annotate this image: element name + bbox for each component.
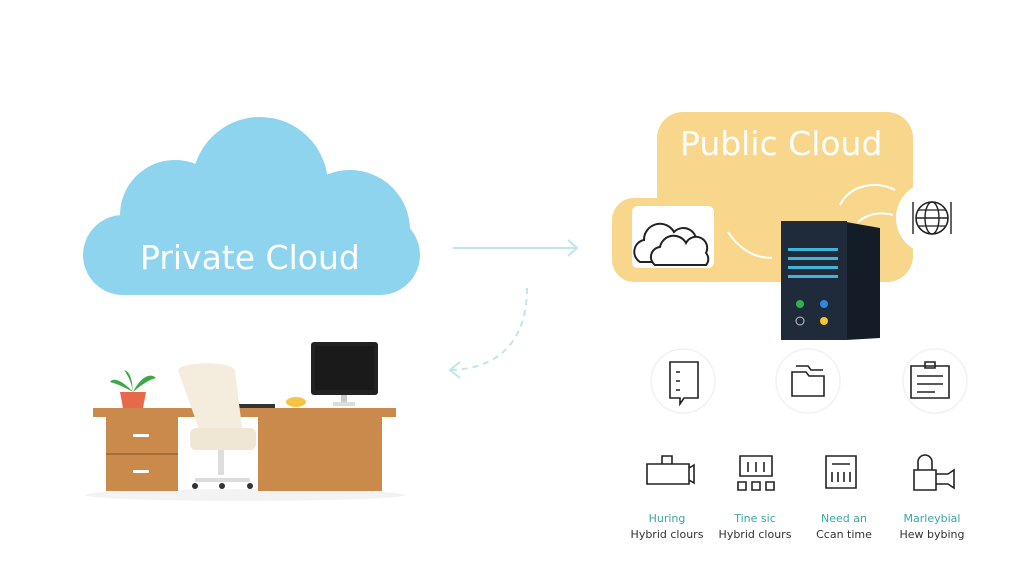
private-cloud-title: Private Cloud xyxy=(140,238,360,277)
feature-item: Huring Hybrid clours xyxy=(612,511,722,543)
feature-item: Need an Ccan time xyxy=(789,511,899,543)
chat-list-icon xyxy=(669,361,699,407)
dashed-connector xyxy=(451,287,528,371)
network-icon xyxy=(737,455,775,491)
cloud-icon xyxy=(632,206,714,268)
feature-subtitle: Hybrid clours xyxy=(630,528,704,541)
camera-icon xyxy=(646,455,695,485)
feature-subtitle: Hybrid clours xyxy=(718,528,792,541)
feature-subtitle: Ccan time xyxy=(816,528,872,541)
private-cloud-shape xyxy=(83,117,420,295)
feature-title: Need an xyxy=(821,512,867,525)
office-desk xyxy=(93,342,396,491)
clipboard-icon xyxy=(910,361,950,399)
document-icon xyxy=(825,455,857,489)
feature-item: Tine sic Hybrid clours xyxy=(700,511,810,543)
server-icon xyxy=(781,221,880,340)
feature-title: Marleybial xyxy=(903,512,961,525)
folders-icon xyxy=(791,365,825,397)
feature-title: Huring xyxy=(648,512,686,525)
lock-camera-icon xyxy=(913,454,955,491)
globe-icon xyxy=(896,182,968,254)
feature-item: Marleybial Hew bybing xyxy=(877,511,987,543)
feature-subtitle: Hew bybing xyxy=(899,528,965,541)
feature-title: Tine sic xyxy=(734,512,776,525)
public-cloud-title: Public Cloud xyxy=(680,124,883,163)
